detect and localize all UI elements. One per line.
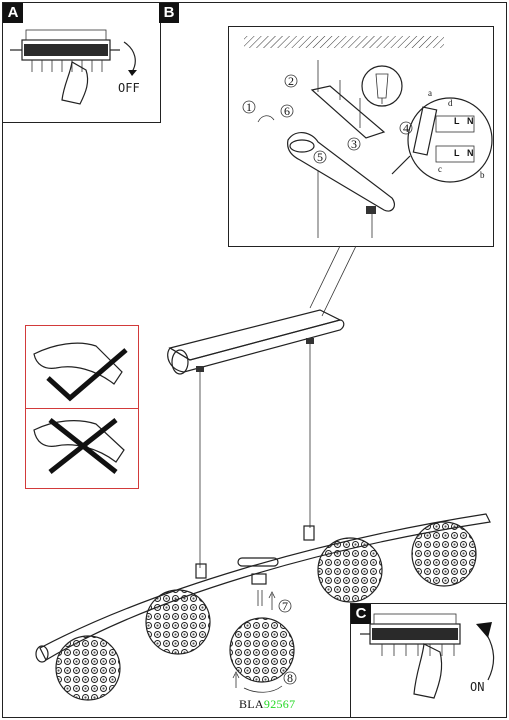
off-label: OFF [118, 81, 140, 95]
terminal-l-bottom: L [454, 148, 460, 158]
warning-divider [26, 408, 138, 409]
twist-arrow-icon [243, 685, 283, 693]
glove-hand-correct-icon [33, 342, 128, 402]
hand-icon [61, 61, 89, 105]
hand-on-icon [413, 643, 443, 699]
bare-hand-wrong-icon [33, 418, 125, 474]
panel-c [350, 603, 507, 718]
on-label: ON [470, 680, 485, 694]
step-markers: 1 2 3 4 5 6 7 8 [242, 74, 413, 685]
panel-a [2, 2, 161, 123]
step-2: 2 [288, 74, 294, 88]
breaker-panel-on [360, 613, 461, 656]
step-8: 8 [287, 671, 293, 685]
switch-on-arrow-icon [483, 629, 495, 681]
model-code: BLA92567 [239, 697, 295, 712]
breaker-panel-off [10, 29, 120, 72]
panel-c-label: C [351, 604, 371, 624]
step-3: 3 [351, 137, 357, 151]
globe-shades [55, 521, 477, 701]
panel-b-label: B [159, 3, 179, 23]
g9-bulb-icon [257, 590, 263, 606]
terminal-c: c [438, 164, 442, 174]
screw-plug-detail [361, 65, 403, 107]
model-code-prefix: BLA [239, 697, 264, 711]
terminal-n-top: N [467, 116, 474, 126]
canopy [167, 309, 345, 568]
step-7: 7 [282, 599, 288, 613]
model-code-number: 92567 [263, 697, 296, 711]
panel-a-label: A [3, 3, 23, 23]
terminal-l-top: L [454, 116, 460, 126]
step-4: 4 [403, 121, 409, 135]
terminal-block-detail [407, 97, 493, 183]
terminal-n-bottom: N [467, 148, 474, 158]
mounting-detail-box [228, 26, 494, 247]
switch-off-arrow-icon [123, 41, 136, 73]
terminal-d: d [448, 98, 453, 108]
step-5: 5 [317, 150, 323, 164]
ceiling-icon [244, 36, 444, 48]
canopy-detail [287, 132, 396, 238]
step-6: 6 [284, 104, 290, 118]
rotate-arrow-icon [257, 115, 275, 123]
mounting-bracket [310, 60, 386, 139]
terminal-b: b [480, 170, 485, 180]
lift-arrow-icon [232, 671, 240, 688]
callout-connector [309, 245, 357, 317]
terminal-a: a [428, 88, 432, 98]
insert-arrow-icon [268, 591, 276, 610]
step-1: 1 [246, 100, 252, 114]
